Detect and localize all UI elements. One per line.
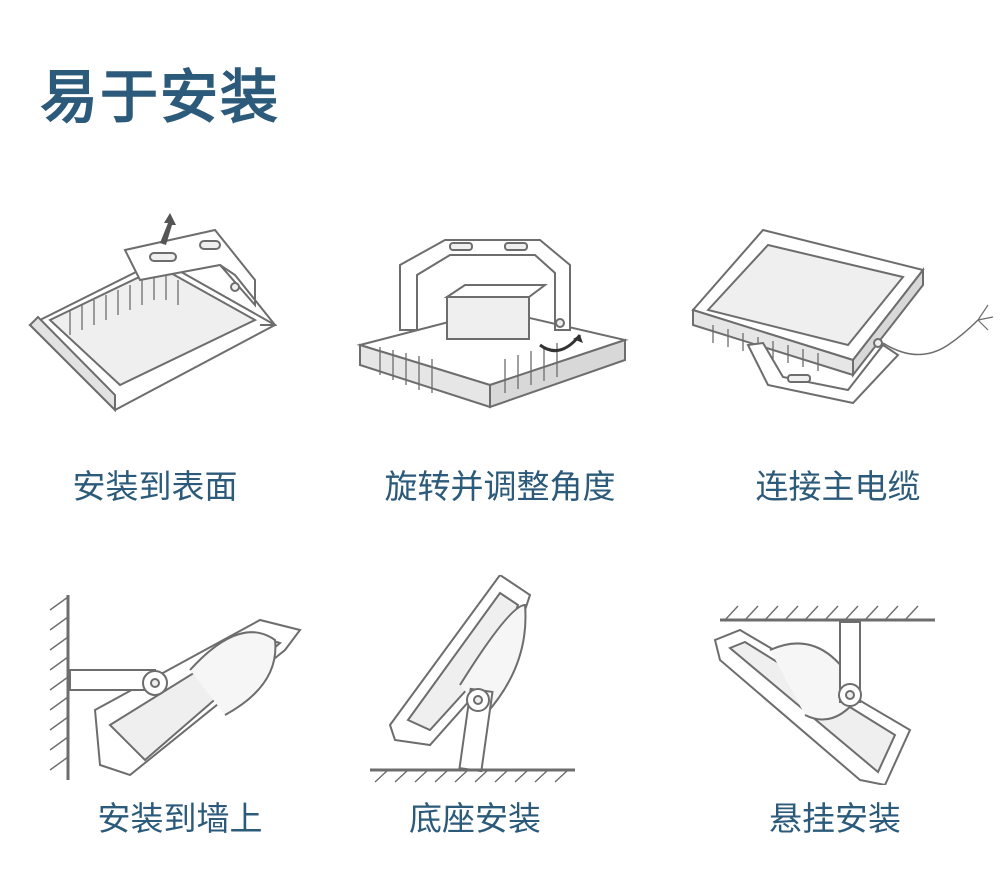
base-mount-lamp-icon [370,575,575,785]
step-label-rotate-adjust: 旋转并调整角度 [384,467,616,506]
rotate-adjust-lamp-icon [355,235,630,420]
cable-connect-lamp-icon [688,225,998,410]
step-label-surface-mount: 安装到表面 [72,467,238,506]
step-label-ceiling-mount: 悬挂安装 [769,799,901,838]
step-label-wall-mount: 安装到墙上 [97,799,263,838]
surface-mount-lamp-icon [20,205,290,425]
page-title: 易于安装 [40,63,281,131]
ceiling-mount-lamp-icon [710,600,940,785]
step-label-base-mount: 底座安装 [409,799,541,838]
step-label-cable-connect: 连接主电缆 [755,467,921,506]
wall-mount-lamp-icon [40,595,305,780]
